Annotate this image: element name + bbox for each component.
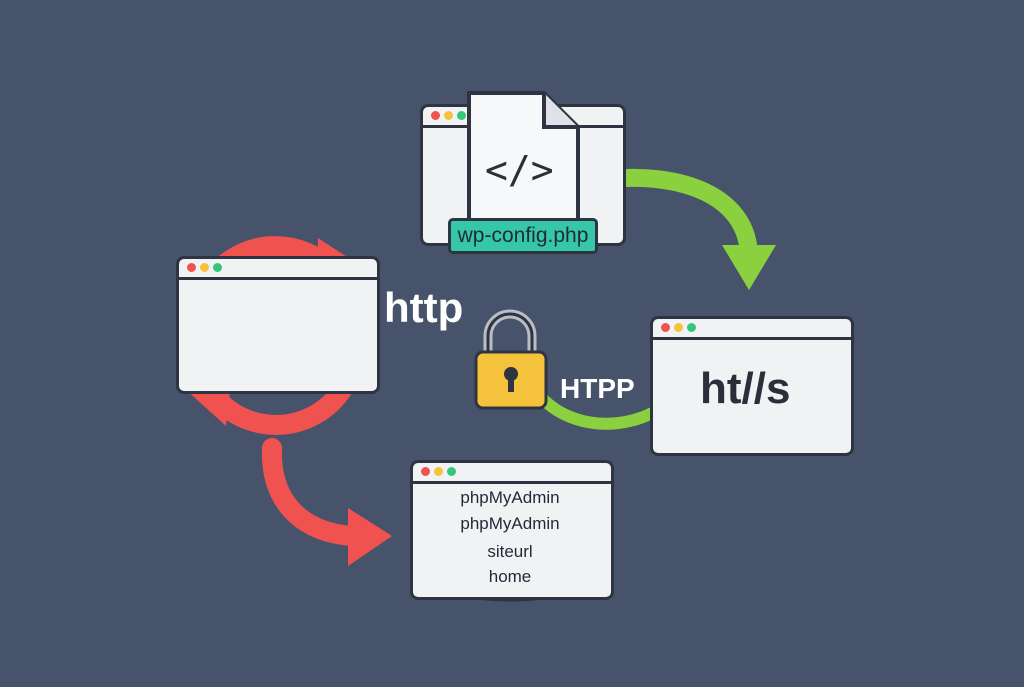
window-dot-green: [457, 111, 466, 120]
green-arrow-top: [589, 168, 776, 290]
https-window: [650, 316, 854, 456]
db-row-4: home: [488, 567, 532, 586]
window-dot-yellow: [200, 263, 209, 272]
code-symbol: </>: [485, 148, 554, 192]
lock-icon: [474, 309, 548, 410]
file-label: wp-config.php: [448, 218, 598, 254]
window-dot-red: [431, 111, 440, 120]
window-titlebar: [413, 463, 611, 484]
window-dot-red: [661, 323, 670, 332]
db-row-2: phpMyAdmin: [460, 514, 560, 533]
window-dot-green: [687, 323, 696, 332]
window-dot-green: [213, 263, 222, 272]
window-dot-red: [187, 263, 196, 272]
window-dot-red: [421, 467, 430, 476]
htpp-label: HTPP: [560, 373, 635, 404]
http-label: http: [384, 284, 464, 331]
window-titlebar: [179, 259, 377, 280]
db-row-1: phpMyAdmin: [460, 488, 560, 507]
db-row-3: siteurl: [487, 542, 533, 561]
https-label: ht//s: [700, 364, 791, 413]
window-dot-yellow: [444, 111, 453, 120]
window-titlebar: [653, 319, 851, 340]
window-dot-green: [447, 467, 456, 476]
database-window: [410, 460, 614, 600]
list-window: [176, 256, 380, 394]
window-dot-yellow: [434, 467, 443, 476]
code-file-icon: [467, 91, 580, 229]
red-arrow-bottom: [261, 438, 392, 566]
window-dot-yellow: [674, 323, 683, 332]
